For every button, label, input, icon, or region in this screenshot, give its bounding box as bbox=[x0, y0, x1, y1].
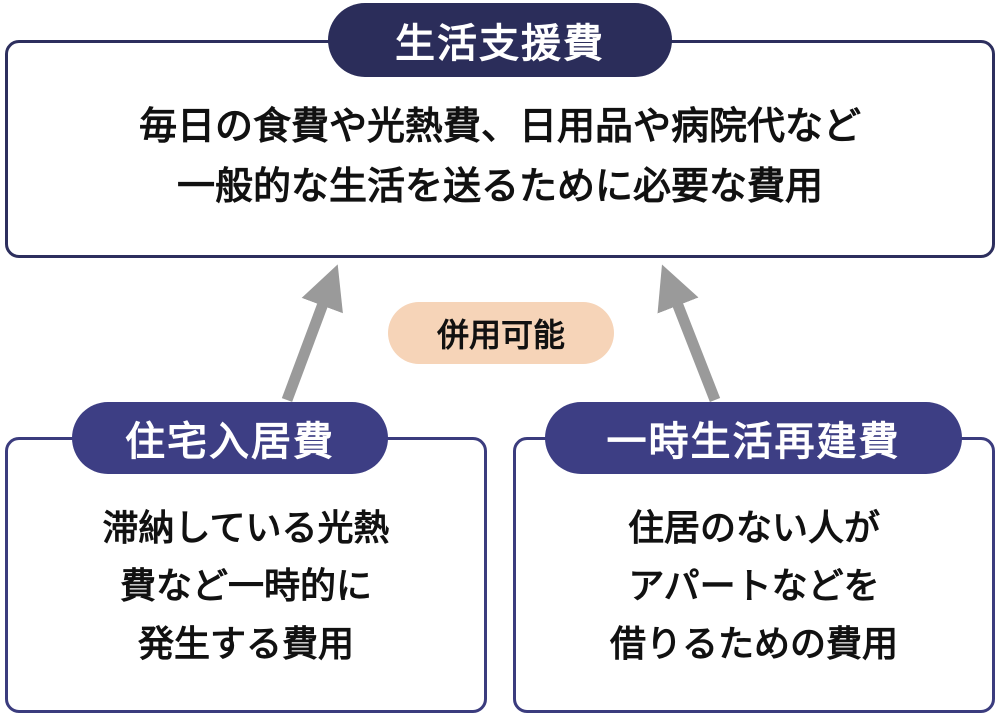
desc-line: 費など一時的に bbox=[119, 566, 372, 607]
desc-line: アパートなどを bbox=[628, 566, 880, 607]
combined-use-badge: 併用可能 bbox=[388, 302, 614, 364]
living-support-label: 生活支援費 bbox=[328, 3, 672, 77]
desc-line: 毎日の食費や光熱費、日用品や病院代など bbox=[138, 104, 861, 148]
housing-entry-label: 住宅入居費 bbox=[72, 402, 388, 474]
desc-line: 滞納している光熱 bbox=[102, 508, 390, 549]
temporary-rebuild-box: 住居のない人がアパートなどを借りるための費用 bbox=[513, 437, 995, 713]
desc-line: 発生する費用 bbox=[137, 624, 354, 665]
desc-line: 借りるための費用 bbox=[609, 624, 898, 665]
arrow-right-up bbox=[657, 264, 721, 403]
desc-line: 住居のない人が bbox=[627, 508, 880, 549]
temporary-rebuild-label: 一時生活再建費 bbox=[545, 402, 962, 474]
housing-entry-box: 滞納している光熱費など一時的に発生する費用 bbox=[5, 437, 487, 713]
desc-line: 一般的な生活を送るために必要な費用 bbox=[176, 164, 823, 208]
arrow-left-up bbox=[281, 264, 343, 402]
